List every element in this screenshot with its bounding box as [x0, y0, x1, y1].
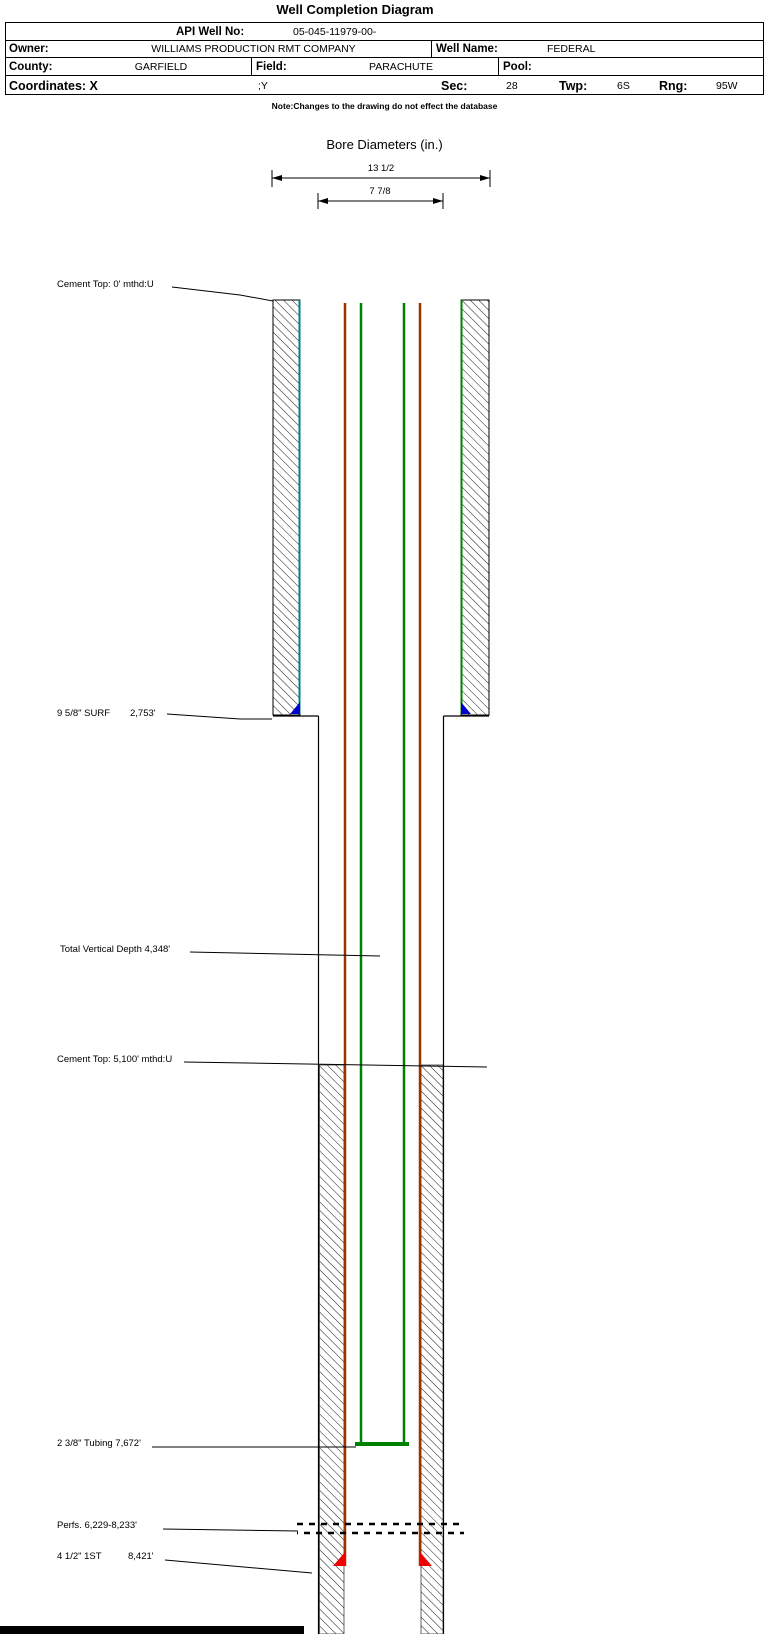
- database-note: Note:Changes to the drawing do not effec…: [271, 101, 498, 111]
- surface-shoe-right: [461, 702, 471, 714]
- leader-total-vertical-depth: [189, 951, 381, 957]
- production-shoe-right: [420, 1552, 432, 1566]
- annotation-cement-top-production: Cement Top: 5,100' mthd:U: [57, 1054, 173, 1065]
- well-info-table: API Well No: 05-045-11979-00- Owner: WIL…: [5, 22, 764, 95]
- cement-column-left: [319, 1064, 345, 1634]
- table-row-county: County: GARFIELD Field: PARACHUTE Pool:: [6, 58, 763, 76]
- table-row-owner: Owner: WILLIAMS PRODUCTION RMT COMPANY W…: [6, 41, 763, 58]
- annotation-tubing: 2 3/8" Tubing 7,672': [57, 1438, 141, 1449]
- dimension-inner-bore: [317, 193, 444, 209]
- annotation-surface-casing: 9 5/8" SURF: [57, 708, 111, 719]
- sec-label: Sec:: [441, 78, 468, 93]
- well-name-value: FEDERAL: [547, 43, 596, 55]
- county-value: GARFIELD: [134, 60, 188, 73]
- table-divider: [498, 58, 499, 75]
- cement-column-right: [420, 1064, 444, 1634]
- table-divider: [251, 58, 252, 75]
- production-shoe-left: [333, 1552, 345, 1566]
- sec-value: 28: [506, 79, 518, 92]
- leader-perforations: [162, 1528, 299, 1532]
- inner-bore-diameter-value: 7 7/8: [369, 186, 391, 197]
- table-divider: [431, 41, 432, 57]
- annotation-production-casing: 4 1/2" 1ST: [57, 1551, 102, 1562]
- field-value: PARACHUTE: [369, 60, 433, 73]
- county-label: County:: [9, 60, 53, 73]
- well-name-label: Well Name:: [436, 43, 498, 55]
- annotation-surface-casing-depth: 2,753': [130, 708, 156, 719]
- annotation-production-casing-depth: 8,421': [128, 1551, 154, 1562]
- bore-diameters-title: Bore Diameters (in.): [326, 137, 443, 152]
- surface-shoe-left: [290, 702, 300, 714]
- leader-surface-casing: [166, 713, 272, 720]
- annotation-perforations: Perfs. 6,229-8,233': [57, 1520, 137, 1531]
- leader-production-casing: [164, 1559, 313, 1574]
- api-well-no-value: 05-045-11979-00-: [293, 25, 377, 38]
- pool-label: Pool:: [503, 60, 532, 73]
- owner-label: Owner:: [9, 43, 49, 55]
- field-label: Field:: [256, 60, 287, 73]
- table-row-api: API Well No: 05-045-11979-00-: [6, 23, 763, 41]
- rng-value: 95W: [716, 79, 738, 92]
- annotation-total-vertical-depth: Total Vertical Depth 4,348': [60, 944, 171, 955]
- page-title: Well Completion Diagram: [276, 2, 434, 17]
- owner-value: WILLIAMS PRODUCTION RMT COMPANY: [151, 43, 356, 55]
- dimension-outer-bore: [271, 170, 491, 187]
- annotation-cement-top-surface: Cement Top: 0' mthd:U: [57, 279, 154, 290]
- leader-cement-top-surface: [171, 286, 274, 302]
- coordinates-y-label: ;Y: [258, 79, 268, 92]
- outer-bore-diameter-value: 13 1/2: [367, 163, 395, 174]
- surface-casing-right: [460, 299, 490, 716]
- twp-label: Twp:: [559, 78, 588, 93]
- surface-casing-left: [272, 299, 301, 716]
- rng-label: Rng:: [659, 78, 688, 93]
- table-row-coordinates: Coordinates: X ;Y Sec: 28 Twp: 6S Rng: 9…: [6, 76, 763, 95]
- bottom-cutoff-bar: [0, 1626, 304, 1634]
- twp-value: 6S: [617, 79, 630, 92]
- api-well-no-label: API Well No:: [176, 25, 245, 38]
- leader-cement-top-production: [183, 1061, 488, 1068]
- coordinates-label: Coordinates: X: [9, 78, 98, 93]
